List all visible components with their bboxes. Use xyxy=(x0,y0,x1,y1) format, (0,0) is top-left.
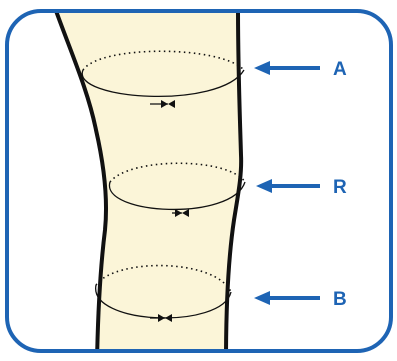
label-a: A xyxy=(333,59,347,80)
arrow-a xyxy=(254,61,320,75)
label-r: R xyxy=(333,177,347,198)
label-b: B xyxy=(333,289,347,310)
arrow-b xyxy=(254,291,320,305)
arrow-r xyxy=(256,179,320,193)
leg-shape xyxy=(55,8,241,361)
